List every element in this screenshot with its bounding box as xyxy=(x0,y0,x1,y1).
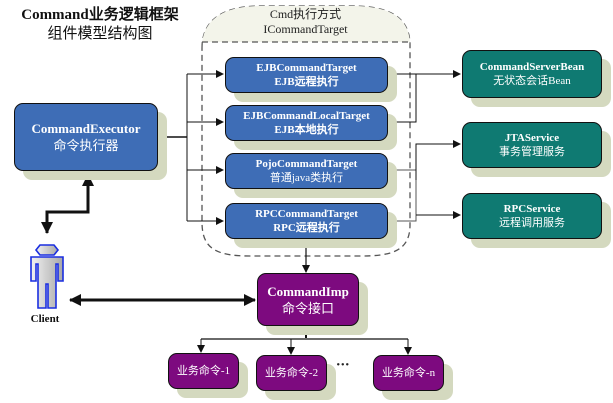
group-title-line-2: ICommandTarget xyxy=(263,22,348,36)
target-desc: EJB远程执行 xyxy=(274,76,339,88)
ellipsis-text: ··· xyxy=(336,358,350,373)
title-line-1: Command业务逻辑框架 xyxy=(21,7,179,23)
executor-desc: 命令执行器 xyxy=(53,138,119,153)
target-name: RPCCommandTarget xyxy=(255,208,358,220)
service-name: JTAService xyxy=(504,132,560,144)
command-label: 业务命令-n xyxy=(381,367,436,379)
group-title-line-1: Cmd执行方式 xyxy=(269,7,342,21)
target-name: EJBCommandTarget xyxy=(256,62,357,74)
command-label: 业务命令-1 xyxy=(176,365,231,377)
service-node-jta[interactable]: JTAService 事务管理服务 xyxy=(462,122,602,168)
command-node-n[interactable]: 业务命令-n xyxy=(373,355,444,391)
command-node-2[interactable]: 业务命令-2 xyxy=(256,355,327,391)
command-node-1[interactable]: 业务命令-1 xyxy=(168,353,239,389)
arrow-to-service-2 xyxy=(415,140,461,180)
diagram-title: Command业务逻辑框架 组件模型结构图 xyxy=(4,6,196,44)
target-desc: 普通java类执行 xyxy=(269,172,344,184)
title-line-2: 组件模型结构图 xyxy=(47,26,153,42)
client-person-icon xyxy=(30,244,64,309)
client-executor-arrow xyxy=(41,174,94,234)
executor-node[interactable]: CommandExecutor 命令执行器 xyxy=(14,103,158,171)
service-name: CommandServerBean xyxy=(479,61,585,73)
executor-name: CommandExecutor xyxy=(31,121,141,136)
service-node-rpc[interactable]: RPCService 远程调用服务 xyxy=(462,193,602,239)
service-name: RPCService xyxy=(503,203,561,215)
group-title: Cmd执行方式 ICommandTarget xyxy=(202,7,409,37)
command-imp-node[interactable]: CommandImp 命令接口 xyxy=(257,273,359,326)
imp-name: CommandImp xyxy=(267,283,349,299)
target-desc: RPC远程执行 xyxy=(273,222,340,234)
target-name: PojoCommandTarget xyxy=(255,158,358,170)
target-node-rpc[interactable]: RPCCommandTarget RPC远程执行 xyxy=(225,203,388,239)
service-desc: 无状态会话Bean xyxy=(493,75,571,87)
imp-desc: 命令接口 xyxy=(281,300,334,316)
command-label: 业务命令-2 xyxy=(264,367,319,379)
target-desc: EJB本地执行 xyxy=(274,124,339,136)
service-desc: 事务管理服务 xyxy=(499,146,565,158)
target-node-ejb[interactable]: EJBCommandTarget EJB远程执行 xyxy=(225,57,388,93)
target-name: EJBCommandLocalTarget xyxy=(243,110,370,122)
client-label: Client xyxy=(30,313,60,325)
target-node-pojo[interactable]: PojoCommandTarget 普通java类执行 xyxy=(225,153,388,189)
target-node-ejb-local[interactable]: EJBCommandLocalTarget EJB本地执行 xyxy=(225,105,388,141)
service-desc: 远程调用服务 xyxy=(499,217,565,229)
service-node-command-server-bean[interactable]: CommandServerBean 无状态会话Bean xyxy=(462,50,602,98)
